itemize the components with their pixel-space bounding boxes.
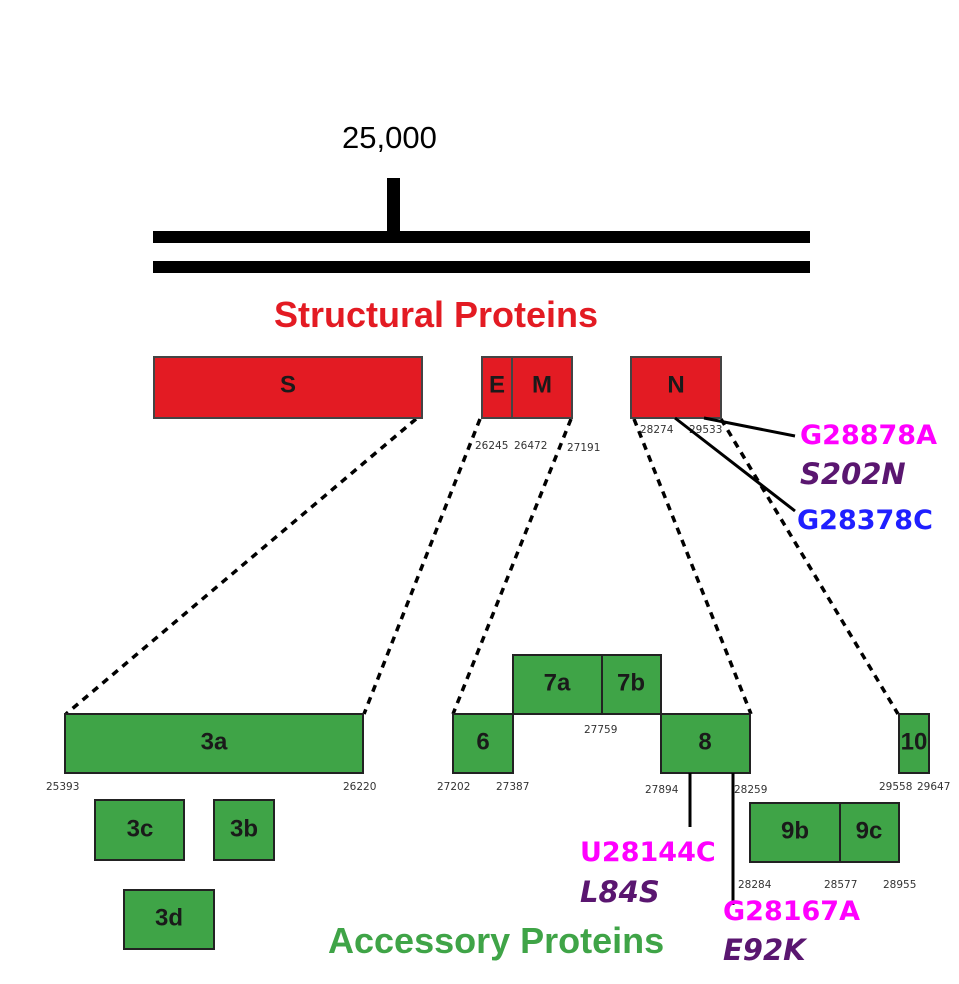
pointer-g28378c [674,416,796,513]
protein-label-3d: 3d [155,904,183,931]
protein-label-3c: 3c [127,815,154,842]
protein-box-3b [213,799,275,861]
protein-box-7b [601,654,662,715]
protein-box-3d [123,889,215,950]
aa-change-l84s: L84S [580,875,660,909]
connector-n-left [632,418,753,715]
pointer-g28878a [703,416,796,438]
protein-box-7a [512,654,603,715]
protein-box-s [153,356,423,419]
coord-28955: 28955 [883,879,916,891]
protein-label-m: M [532,371,552,398]
structural-boxes: S E M N [153,356,722,419]
protein-box-6 [452,713,514,774]
coord-29647: 29647 [917,781,950,793]
genome-strand-top [153,231,810,243]
genome-axis: 25,000 [153,120,810,273]
protein-box-m [511,356,573,419]
coord-26472: 26472 [514,440,547,452]
protein-label-3b: 3b [230,815,258,842]
protein-label-10: 10 [901,728,928,755]
protein-label-6: 6 [476,728,489,755]
aa-change-s202n: S202N [800,457,906,491]
protein-label-9c: 9c [856,817,883,844]
coord-27191: 27191 [567,442,600,454]
protein-box-8 [660,713,751,774]
protein-box-3a [64,713,364,774]
connector-n-right [719,418,900,715]
coord-28577: 28577 [824,879,857,891]
protein-label-n: N [667,371,684,398]
coord-29533: 29533 [689,424,722,436]
coord-28284: 28284 [738,879,772,891]
protein-label-7b: 7b [617,669,645,696]
protein-label-8: 8 [698,728,711,755]
genome-strand-bottom [153,261,810,273]
coord-27894: 27894 [645,784,679,796]
dashed-connectors [64,417,900,716]
mutation-g28878a: G28878A [800,420,937,451]
protein-box-e [481,356,513,419]
coord-27387: 27387 [496,781,529,793]
structural-coords: 26245 26472 27191 28274 29533 [475,424,722,454]
coord-27202: 27202 [437,781,470,793]
connector-m-left [451,418,573,715]
mutation-g28167a: G28167A [723,896,860,927]
coord-26245: 26245 [475,440,508,452]
protein-label-7a: 7a [544,669,571,696]
aa-change-e92k: E92K [723,933,808,967]
structural-proteins-title: Structural Proteins [274,294,598,335]
tick-mark-25000 [387,178,400,238]
orf8-mutation-pointers [688,773,735,905]
protein-box-9c [839,802,900,863]
mutation-g28378c: G28378C [797,505,933,536]
coord-25393: 25393 [46,781,79,793]
coord-28274: 28274 [640,424,674,436]
tick-label-25000: 25,000 [342,120,437,155]
accessory-proteins-title: Accessory Proteins [328,920,664,961]
protein-label-9b: 9b [781,817,809,844]
connector-s-right [362,418,482,715]
protein-label-s: S [280,371,296,398]
connector-s-left [64,417,418,716]
coord-27759: 27759 [584,724,617,736]
coord-29558: 29558 [879,781,912,793]
coord-26220: 26220 [343,781,376,793]
mutation-u28144c: U28144C [580,837,716,868]
coord-28259: 28259 [734,784,767,796]
protein-box-10 [898,713,930,774]
protein-label-e: E [489,371,505,398]
accessory-boxes: 3a 3c 3b 3d 6 7a 7b 8 9b 9c 10 [64,654,930,950]
accessory-coords: 25393 26220 27202 27387 27759 27894 2825… [46,724,950,891]
protein-label-3a: 3a [201,728,228,755]
protein-box-3c [94,799,185,861]
n-mutation-pointers [674,416,796,513]
